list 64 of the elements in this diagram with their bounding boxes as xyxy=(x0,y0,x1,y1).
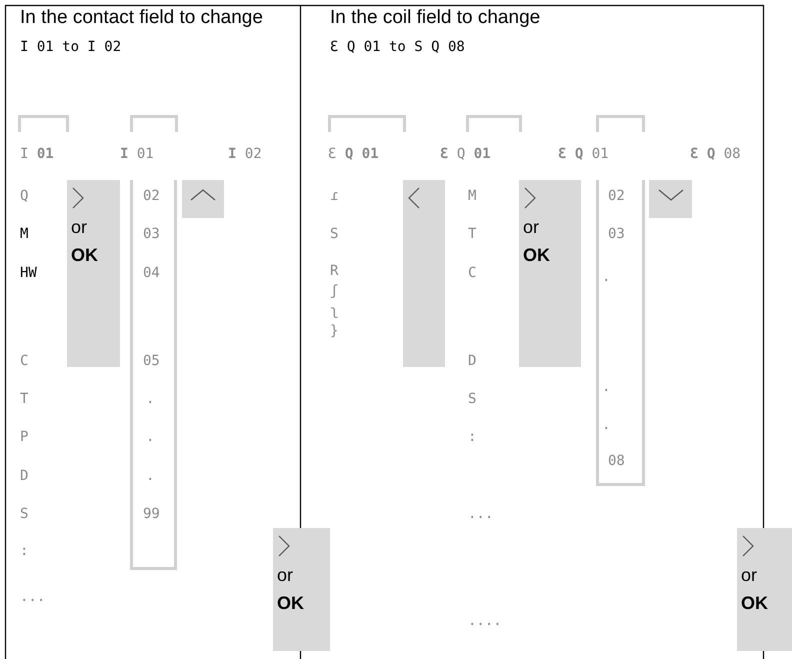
heading-text: In the contact field to change xyxy=(20,6,263,30)
display-text: D xyxy=(468,352,476,370)
display-text: 03 xyxy=(608,225,625,243)
display-text: } xyxy=(330,322,338,340)
display-text: ... xyxy=(468,505,494,523)
display-text: 03 xyxy=(143,225,160,243)
display-text: ʃ xyxy=(330,282,338,300)
display-text: I 02 xyxy=(228,145,262,163)
conjunction-text: or xyxy=(71,216,88,238)
display-text: R xyxy=(330,262,338,280)
display-text: Ɛ Q 01 to S Q 08 xyxy=(330,38,465,56)
display-text: Q xyxy=(20,187,28,205)
key-panel xyxy=(67,180,120,367)
display-text: . xyxy=(602,416,610,434)
display-text: S xyxy=(468,390,476,408)
conjunction-text: or xyxy=(523,216,540,238)
display-text: 04 xyxy=(143,264,160,282)
display-text: M xyxy=(20,225,28,243)
display-text: .... xyxy=(468,612,502,630)
display-text: I 01 xyxy=(120,145,154,163)
heading-text: In the coil field to change xyxy=(330,6,540,30)
display-text: I 01 to I 02 xyxy=(20,38,122,56)
conjunction-text: or xyxy=(741,564,758,586)
display-text: HW xyxy=(20,264,37,282)
display-text: Ɛ Q 01 xyxy=(328,145,379,163)
key-panel xyxy=(403,180,445,367)
display-text: C xyxy=(468,264,476,282)
key-name: OK xyxy=(523,244,550,266)
key-panel xyxy=(737,528,792,651)
key-panel xyxy=(649,180,692,218)
display-text: 02 xyxy=(608,187,625,205)
display-text: ... xyxy=(20,588,46,606)
display-text: ʅ xyxy=(330,302,338,320)
display-text: C xyxy=(20,352,28,370)
display-text: . xyxy=(146,467,154,485)
display-text: D xyxy=(20,467,28,485)
key-panel xyxy=(182,180,224,218)
display-text: . xyxy=(146,390,154,408)
display-text: 05 xyxy=(143,352,160,370)
key-name: OK xyxy=(71,244,98,266)
key-panel xyxy=(273,528,330,651)
display-text: T xyxy=(20,390,28,408)
display-text: 99 xyxy=(143,505,160,523)
key-name: OK xyxy=(741,592,768,614)
display-text: 02 xyxy=(143,187,160,205)
display-text: : xyxy=(20,542,28,560)
display-text: S xyxy=(20,505,28,523)
display-text: . xyxy=(146,428,154,446)
display-text: Ɛ Q 01 xyxy=(440,145,491,163)
display-text: 08 xyxy=(608,452,625,470)
display-text: . xyxy=(602,268,610,286)
key-panel xyxy=(519,180,581,367)
display-text: : xyxy=(468,428,476,446)
display-text: I 01 xyxy=(20,145,54,163)
conjunction-text: or xyxy=(277,564,294,586)
display-text: P xyxy=(20,428,28,446)
display-text: . xyxy=(602,378,610,396)
display-text: M xyxy=(468,187,476,205)
display-text: Ɛ Q 08 xyxy=(690,145,741,163)
display-text: T xyxy=(468,225,476,243)
display-text: ɾ xyxy=(330,187,338,205)
display-text: Ɛ Q 01 xyxy=(558,145,609,163)
display-text: S xyxy=(330,225,338,243)
key-name: OK xyxy=(277,592,304,614)
